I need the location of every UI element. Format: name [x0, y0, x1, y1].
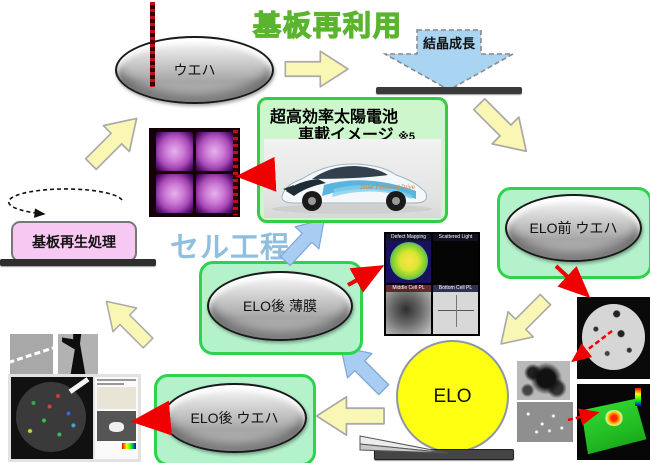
node-wafer: ウエハ [115, 36, 274, 104]
report-text-line [97, 379, 136, 381]
arrow-growth-to-pre-wafer [461, 86, 546, 171]
arrow-pre-wafer-to-elo [483, 282, 562, 361]
node-elo: ELO [396, 340, 509, 453]
middle-cell-pl-label: Middle Cell PL [386, 285, 431, 292]
arrow-wafer-to-growth [284, 44, 350, 94]
el-edge-strip-left [150, 2, 155, 87]
report-thumbnail-dark [97, 411, 136, 441]
node-elo-pre-wafer: ELO前 ウエハ [505, 194, 642, 262]
arrow-post-film-to-car [268, 203, 341, 277]
pre-elo-wafer-inspection-image [577, 297, 650, 379]
scattered-light-label: Scattered Light [433, 234, 478, 241]
node-wafer-label: ウエハ [173, 62, 216, 78]
el-module-image [149, 128, 240, 217]
node-elo-post-film-label: ELO後 薄膜 [243, 298, 317, 314]
afm-plane [581, 398, 647, 455]
title-cell-process: セル工程 [170, 232, 291, 264]
node-elo-label: ELO [433, 385, 472, 407]
solar-car-photo: Solar Powered Drive [264, 139, 441, 218]
node-elo-post-wafer: ELO後 ウエハ [162, 383, 307, 453]
defect-map-notch [68, 377, 90, 394]
arrow-elo-to-post-wafer [309, 394, 391, 438]
bottom-cell-pl-label: Bottom Cell PL [433, 285, 478, 292]
sem-surface-image [10, 334, 53, 376]
afm-3d-surface-image [577, 384, 650, 460]
afm-defect-bump [604, 409, 624, 426]
node-substrate-regen: 基板再生処理 [11, 221, 137, 262]
el-cell [196, 174, 233, 213]
el-cell [156, 174, 193, 213]
el-edge-strip-right [233, 130, 238, 215]
wafer-disc-image [582, 304, 645, 370]
sem-crosssection-image [58, 334, 98, 378]
regen-substrate-bar [0, 259, 156, 266]
pl-cross-v [455, 294, 457, 327]
report-text-line [97, 383, 125, 385]
arrow-post-wafer-to-regen [89, 284, 165, 360]
defect-mapping-disc [390, 242, 428, 280]
defect-mapping-label: Defect Mapping [386, 234, 431, 241]
report-thumbnail-light [97, 387, 136, 409]
bottom-cell-pl-image: Bottom Cell PL [433, 285, 478, 334]
defect-mapping-image: Defect Mapping [386, 234, 431, 283]
scattered-light-image: Scattered Light [433, 234, 478, 283]
defect-map-frame [11, 377, 93, 459]
node-crystal-growth-label: 結晶成長 [422, 35, 475, 51]
report-white-blob [108, 421, 125, 432]
peel-blade-wedge [358, 430, 453, 458]
node-elo-post-wafer-label: ELO後 ウエハ [190, 410, 279, 426]
node-elo-post-film: ELO後 薄膜 [207, 271, 353, 341]
car-box-title-line1: 超高効率太陽電池 [270, 109, 399, 126]
report-side-panel [95, 377, 138, 459]
defect-closeup-image [517, 361, 570, 400]
node-substrate-regen-label: 基板再生処理 [32, 233, 116, 250]
regen-loop-dashed-arrow [7, 188, 123, 218]
title-substrate-reuse: 基板再利用 [252, 9, 404, 41]
middle-cell-pl-image: Middle Cell PL [386, 285, 431, 334]
particle-closeup-image [517, 402, 573, 442]
node-elo-pre-wafer-label: ELO前 ウエハ [529, 220, 618, 236]
car-decal-text: Solar Powered Drive [360, 185, 416, 191]
elo-substrate-bar [374, 449, 514, 460]
arrow-regen-to-wafer [72, 99, 155, 182]
defect-map-disc [16, 382, 86, 452]
afm-color-scale [635, 388, 641, 406]
sem-dark-feature [62, 334, 86, 378]
el-cell [196, 132, 233, 171]
wafer-defect-map-report-image [8, 374, 141, 462]
report-color-scale [122, 443, 136, 449]
film-characterization-panel: Defect Mapping Scattered Light Middle Ce… [384, 232, 480, 336]
sem-streak [10, 342, 53, 367]
node-crystal-growth: 結晶成長 [381, 28, 517, 92]
el-cell [156, 132, 193, 171]
substrate-bar-top [376, 87, 522, 94]
